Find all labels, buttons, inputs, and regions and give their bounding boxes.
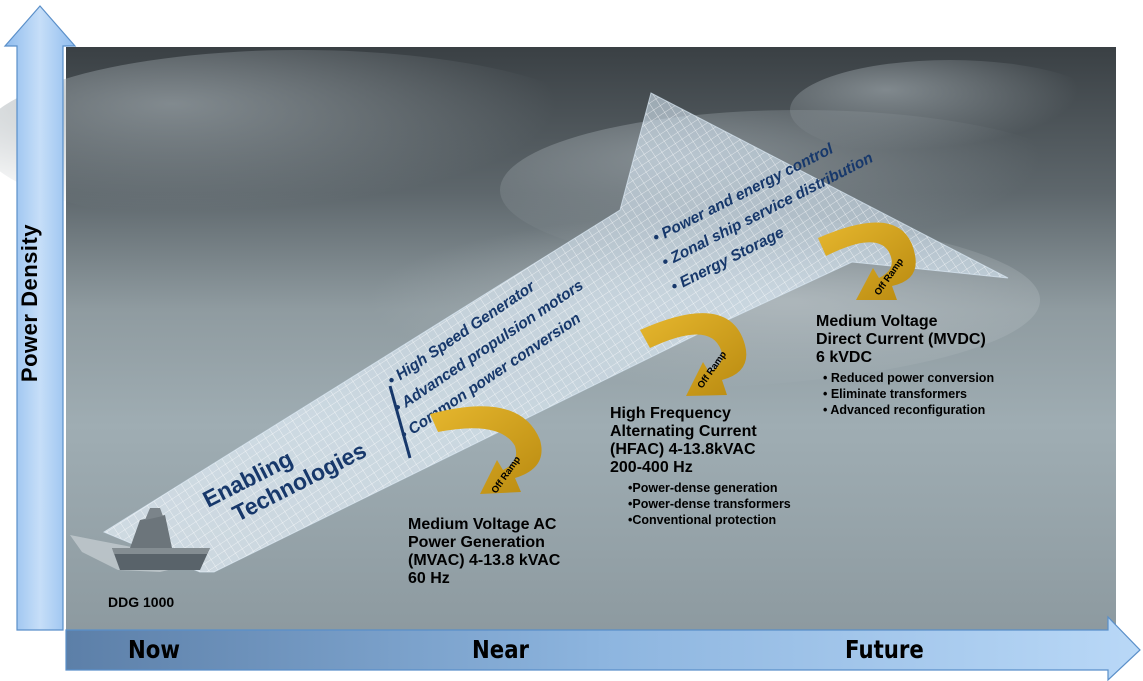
x-axis-arrow bbox=[65, 615, 1141, 681]
x-axis-label-future: Future bbox=[845, 635, 924, 664]
ship-label: DDG 1000 bbox=[108, 594, 175, 610]
ship-icon bbox=[70, 508, 210, 572]
stage-hfac-bullet: •Power-dense transformers bbox=[628, 497, 791, 511]
x-axis-label-near: Near bbox=[472, 635, 530, 664]
y-axis-arrow bbox=[3, 5, 77, 631]
x-axis-label-now: Now bbox=[128, 635, 181, 664]
stage-mvdc-bullet: • Eliminate transformers bbox=[823, 387, 968, 401]
stage-hfac-bullet: •Conventional protection bbox=[628, 513, 777, 527]
stage-hfac: High Frequency Alternating Current (HFAC… bbox=[610, 405, 791, 527]
stage-hfac-bullet: •Power-dense generation bbox=[628, 481, 778, 495]
enabling-separator bbox=[388, 385, 412, 459]
stage-mvdc-bullet: • Reduced power conversion bbox=[823, 371, 995, 385]
y-axis-label: Power Density bbox=[17, 223, 42, 383]
stage-mvdc: Medium Voltage Direct Current (MVDC) 6 k… bbox=[816, 313, 995, 417]
stage-mvac: Medium Voltage AC Power Generation (MVAC… bbox=[408, 516, 561, 587]
stage-mvdc-bullet: • Advanced reconfiguration bbox=[823, 403, 986, 417]
